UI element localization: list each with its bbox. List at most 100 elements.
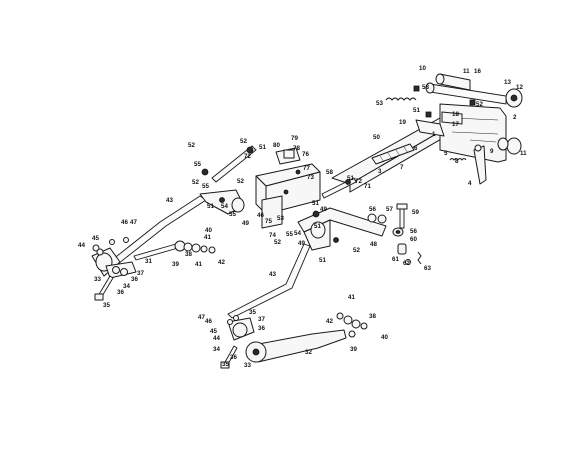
part-number-label: 36 bbox=[230, 354, 237, 361]
part-number-label: 47 bbox=[130, 219, 137, 226]
part-number-label: 38 bbox=[369, 313, 376, 320]
part-number-label: 48 bbox=[370, 241, 377, 248]
part-number-label: 54 bbox=[221, 203, 228, 210]
upper-lift-rod bbox=[111, 189, 245, 265]
part-number-label: 11 bbox=[463, 68, 470, 75]
part-number-label: 51 bbox=[259, 144, 266, 151]
part-number-label: 31 bbox=[145, 258, 152, 265]
part-number-label: 55 bbox=[286, 231, 293, 238]
part-number-label: 11 bbox=[520, 150, 527, 157]
part-number-label: 44 bbox=[78, 242, 85, 249]
part-number-label: 4 bbox=[468, 180, 472, 187]
part-number-label: 18 bbox=[452, 111, 459, 118]
part-number-label: 71 bbox=[364, 183, 371, 190]
part-number-label: 47 bbox=[198, 314, 205, 321]
part-number-label: 1 bbox=[432, 131, 436, 138]
main-frame bbox=[331, 73, 523, 193]
part-number-label: 8 bbox=[455, 158, 459, 165]
part-number-label: 52 bbox=[476, 101, 483, 108]
part-number-label: 19 bbox=[399, 119, 406, 126]
part-number-label: 77 bbox=[303, 165, 310, 172]
part-number-label: 10 bbox=[419, 65, 426, 72]
part-number-label: 52 bbox=[237, 178, 244, 185]
part-number-label: 78 bbox=[293, 145, 300, 152]
part-number-label: 41 bbox=[348, 294, 355, 301]
part-number-label: 51 bbox=[207, 203, 214, 210]
part-number-label: 46 bbox=[257, 212, 264, 219]
part-number-label: 56 bbox=[369, 206, 376, 213]
part-number-label: 51 bbox=[312, 200, 319, 207]
part-number-label: 32 bbox=[305, 349, 312, 356]
part-number-label: 43 bbox=[166, 197, 173, 204]
part-number-label: 46 bbox=[205, 318, 212, 325]
part-number-label: 42 bbox=[326, 318, 333, 325]
part-number-label: 52 bbox=[240, 138, 247, 145]
part-number-label: 53 bbox=[376, 100, 383, 107]
part-number-label: 36 bbox=[131, 276, 138, 283]
part-number-label: 36 bbox=[258, 325, 265, 332]
part-number-label: 16 bbox=[474, 68, 481, 75]
part-number-label: 39 bbox=[172, 261, 179, 268]
part-number-label: 53 bbox=[277, 215, 284, 222]
part-number-label: 75 bbox=[265, 218, 272, 225]
part-number-label: 3 bbox=[378, 168, 382, 175]
part-number-label: 58 bbox=[422, 84, 429, 91]
part-number-label: 80 bbox=[273, 142, 280, 149]
part-number-label: 73 bbox=[307, 174, 314, 181]
part-number-label: 33 bbox=[94, 276, 101, 283]
part-number-label: 50 bbox=[373, 134, 380, 141]
part-number-label: 34 bbox=[123, 283, 130, 290]
part-number-label: 12 bbox=[516, 84, 523, 91]
part-number-label: 39 bbox=[350, 346, 357, 353]
part-number-label: 44 bbox=[213, 335, 220, 342]
part-number-label: 5 bbox=[444, 150, 448, 157]
part-number-label: 79 bbox=[291, 135, 298, 142]
part-number-label: 55 bbox=[202, 183, 209, 190]
part-number-label: 46 bbox=[121, 219, 128, 226]
part-number-label: 60 bbox=[410, 236, 417, 243]
part-number-label: 76 bbox=[302, 151, 309, 158]
part-number-label: 35 bbox=[103, 302, 110, 309]
part-number-label: 49 bbox=[298, 240, 305, 247]
part-number-label: 41 bbox=[195, 261, 202, 268]
part-number-label: 62 bbox=[403, 260, 410, 267]
part-number-label: 38 bbox=[185, 251, 192, 258]
part-number-label: 17 bbox=[452, 121, 459, 128]
part-number-label: 56 bbox=[410, 228, 417, 235]
part-number-label: 37 bbox=[258, 316, 265, 323]
part-number-label: 55 bbox=[194, 161, 201, 168]
center-bracket-assembly bbox=[201, 145, 357, 229]
part-number-label: 13 bbox=[504, 79, 511, 86]
left-link-assembly bbox=[91, 237, 216, 301]
part-number-label: 51 bbox=[347, 175, 354, 182]
part-number-label: 35 bbox=[222, 361, 229, 368]
part-number-label: 51 bbox=[319, 257, 326, 264]
part-number-label: 52 bbox=[274, 239, 281, 246]
part-number-label: 34 bbox=[213, 346, 220, 353]
part-number-label: 42 bbox=[218, 259, 225, 266]
part-number-label: 36 bbox=[117, 289, 124, 296]
part-number-label: 49 bbox=[242, 220, 249, 227]
part-number-label: 41 bbox=[204, 234, 211, 241]
part-number-label: 7 bbox=[400, 164, 404, 171]
part-number-label: 57 bbox=[386, 206, 393, 213]
part-number-label: 74 bbox=[269, 232, 276, 239]
part-number-label: 52 bbox=[192, 179, 199, 186]
part-number-label: 40 bbox=[205, 227, 212, 234]
part-number-label: 35 bbox=[249, 309, 256, 316]
part-number-label: 54 bbox=[294, 230, 301, 237]
part-number-label: 6 bbox=[414, 145, 418, 152]
lower-link-assembly bbox=[220, 312, 368, 369]
part-number-label: 59 bbox=[412, 209, 419, 216]
part-number-label: 45 bbox=[92, 235, 99, 242]
part-number-label: 55 bbox=[229, 211, 236, 218]
part-number-label: 9 bbox=[490, 148, 494, 155]
right-lift-arm bbox=[297, 203, 422, 265]
part-number-label: 58 bbox=[326, 169, 333, 176]
part-number-label: 51 bbox=[314, 223, 321, 230]
lower-lift-rod bbox=[227, 243, 311, 319]
part-number-label: 51 bbox=[413, 107, 420, 114]
part-number-label: 72 bbox=[244, 153, 251, 160]
